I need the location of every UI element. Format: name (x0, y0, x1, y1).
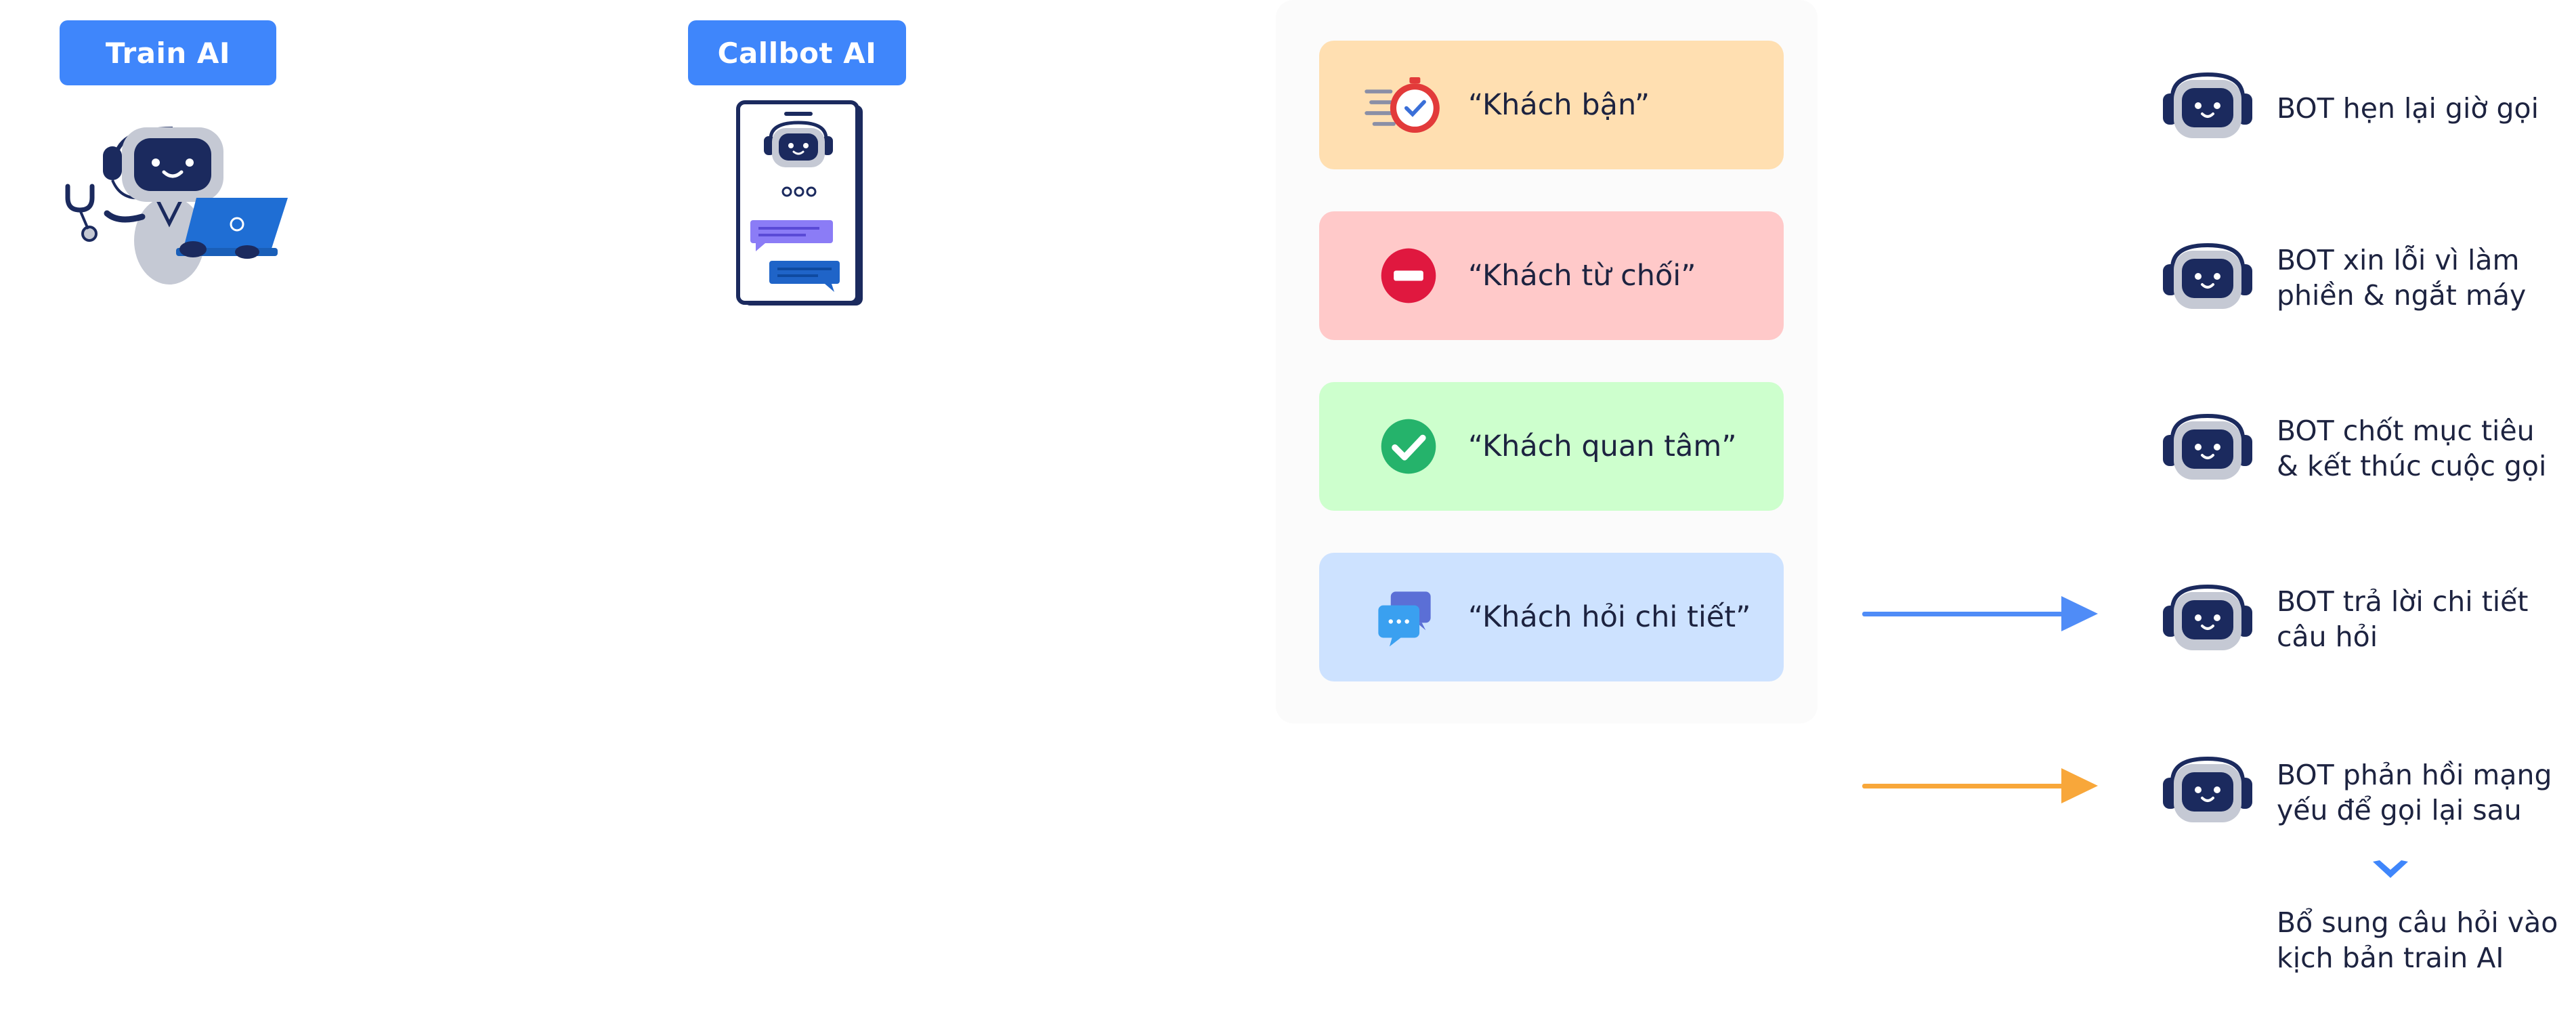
callbot-ai-button[interactable]: Callbot AI (688, 20, 906, 85)
robot-icon (2160, 583, 2255, 657)
outcome-refuse-line1: BOT xin lỗi vì làm (2277, 244, 2520, 276)
outcome-asks-details-line1: BOT trả lời chi tiết (2277, 585, 2529, 618)
chevron-down-icon (2373, 860, 2408, 878)
case-card-asks-details: “Khách hỏi chi tiết” (1319, 553, 1784, 681)
outcome-busy-line1: BOT hẹn lại giờ gọi (2277, 92, 2539, 125)
chat-bubbles-icon (1378, 591, 1431, 647)
outcome-weak-network: BOT phản hồi mạng yếu để gọi lại sau (2277, 757, 2561, 828)
outcome-asks-details: BOT trả lời chi tiết câu hỏi (2277, 584, 2561, 654)
case-card-busy: “Khách bận” (1319, 41, 1784, 169)
no-entry-icon (1381, 248, 1436, 303)
train-script-note-line2: kịch bản train AI (2277, 942, 2504, 974)
arrow-blue (1862, 596, 2098, 631)
train-ai-button[interactable]: Train AI (60, 20, 276, 85)
outcome-weak-network-line2: yếu để gọi lại sau (2277, 794, 2522, 826)
check-circle-icon (1381, 419, 1436, 474)
outcome-refuse-line2: phiền & ngắt máy (2277, 279, 2527, 312)
outcome-interested-line2: & kết thúc cuộc gọi (2277, 450, 2547, 482)
busy-clock-icon (1365, 77, 1440, 133)
outcome-weak-network-line1: BOT phản hồi mạng (2277, 759, 2552, 791)
outcome-interested-line1: BOT chốt mục tiêu (2277, 415, 2535, 447)
case-label-asks-details: “Khách hỏi chi tiết” (1468, 600, 1751, 634)
robot-icon (2160, 755, 2255, 829)
outcome-busy: BOT hẹn lại giờ gọi (2277, 91, 2561, 126)
case-card-interested: “Khách quan tâm” (1319, 382, 1784, 511)
robot-with-laptop-illustration (65, 127, 288, 285)
callbot-phone-illustration (736, 100, 863, 306)
train-script-note-line1: Bổ sung câu hỏi vào (2277, 906, 2558, 939)
outcome-refuse: BOT xin lỗi vì làm phiền & ngắt máy (2277, 243, 2561, 313)
case-label-busy: “Khách bận” (1468, 88, 1650, 122)
case-label-refuse: “Khách từ chối” (1468, 259, 1696, 293)
case-card-refuse: “Khách từ chối” (1319, 211, 1784, 340)
case-label-interested: “Khách quan tâm” (1468, 429, 1737, 463)
outcome-asks-details-line2: câu hỏi (2277, 620, 2378, 653)
outcome-interested: BOT chốt mục tiêu & kết thúc cuộc gọi (2277, 413, 2561, 484)
robot-icon (2160, 241, 2255, 316)
train-script-note: Bổ sung câu hỏi vào kịch bản train AI (2277, 905, 2561, 975)
robot-icon (2160, 70, 2255, 145)
robot-icon (2160, 412, 2255, 486)
arrow-orange (1862, 768, 2098, 803)
